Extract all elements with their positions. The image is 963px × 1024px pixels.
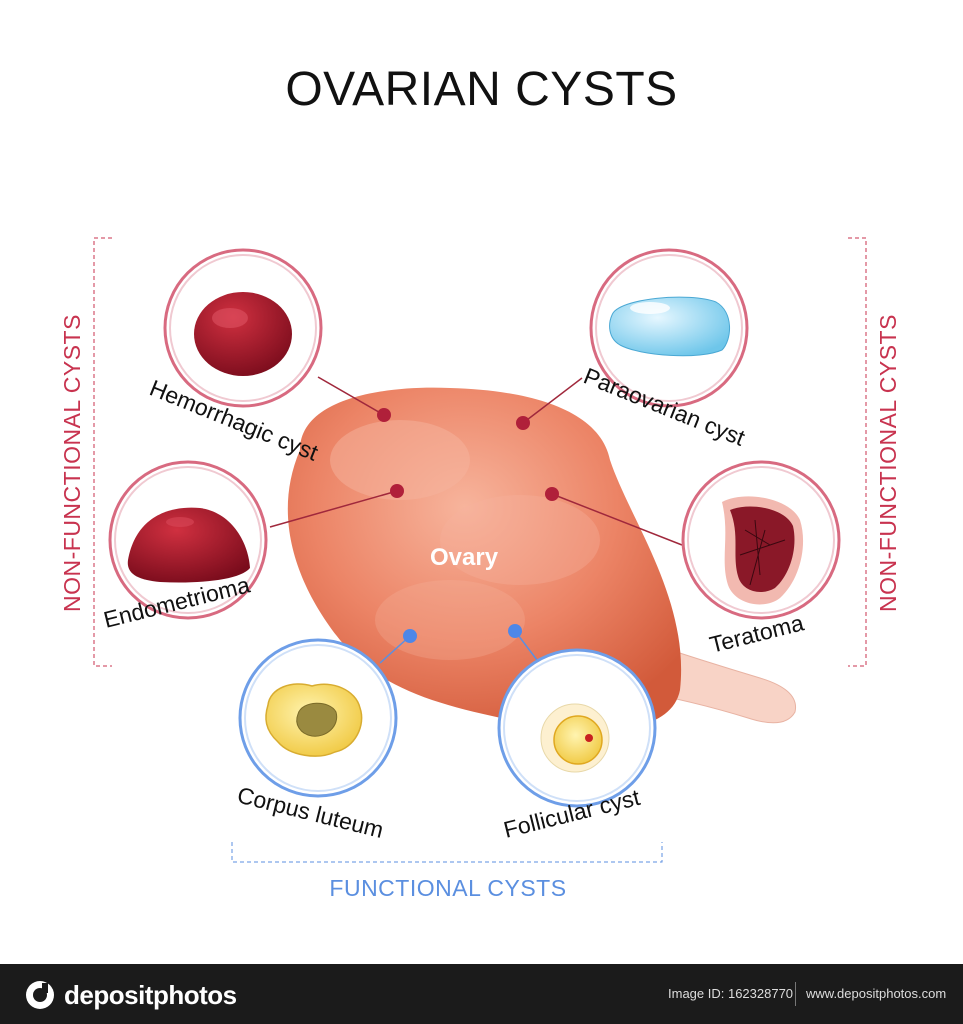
endometrioma-icon (127, 507, 250, 583)
hemorrhagic-cyst-circle (163, 248, 323, 408)
diagram-canvas: OVARIAN CYSTS (59, 63, 901, 901)
footer-divider (795, 982, 796, 1006)
right-group-label: NON-FUNCTIONAL CYSTS (875, 314, 901, 612)
connector-dots (377, 408, 559, 643)
diagram-art: Hemorrhagic cyst Paraovarian cyst Endome… (59, 237, 901, 901)
corpus-luteum-circle (238, 638, 398, 798)
ovary-label: Ovary (430, 544, 499, 571)
brand-name: depositphotos (64, 979, 237, 1010)
left-group-bracket (93, 237, 112, 667)
connector-lines (269, 376, 683, 664)
left-group-label: NON-FUNCTIONAL CYSTS (59, 314, 85, 612)
depositphotos-logo-icon (26, 981, 54, 1009)
hemorrhagic-cyst-icon (194, 292, 292, 376)
bottom-group-label: FUNCTIONAL CYSTS (329, 875, 566, 901)
follicular-cyst-circle (497, 648, 657, 808)
paraovarian-cyst-icon (609, 296, 730, 357)
paraovarian-cyst-circle (589, 248, 749, 408)
bottom-group-bracket (231, 842, 663, 863)
teratoma-icon (730, 506, 795, 592)
teratoma-circle (681, 460, 841, 620)
follicular-cyst-icon (553, 715, 603, 765)
image-id: Image ID: 162328770 (668, 986, 794, 1001)
right-group-bracket (848, 237, 867, 667)
site-url[interactable]: www.depositphotos.com (806, 986, 947, 1001)
page-title: OVARIAN CYSTS (285, 63, 678, 116)
endometrioma-circle (108, 460, 268, 620)
brand-logo[interactable]: depositphotos (24, 979, 237, 1011)
footer-bar: depositphotos Image ID: 162328770 www.de… (0, 964, 963, 1024)
